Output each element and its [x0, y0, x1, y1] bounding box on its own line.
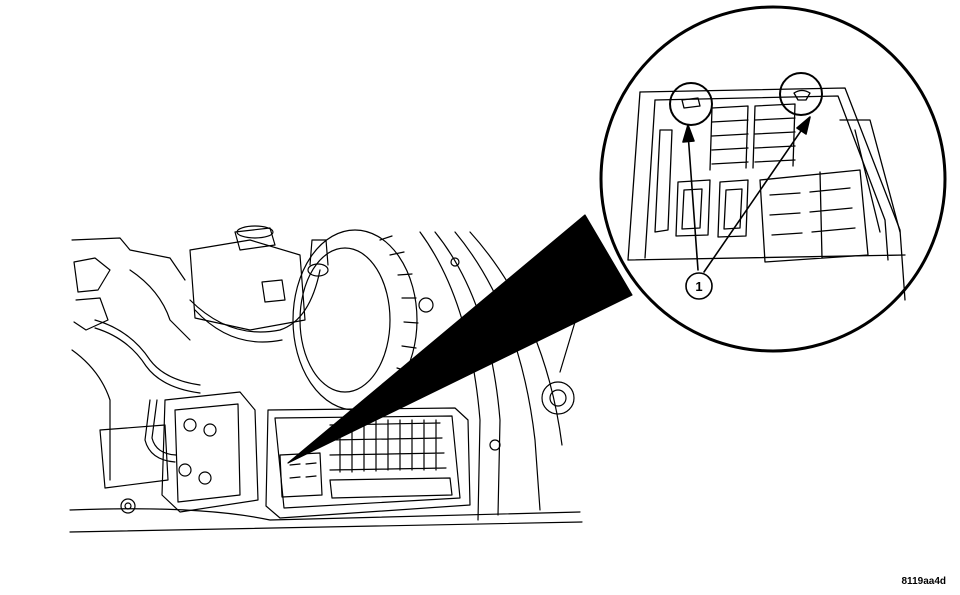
reservoir-connector — [261, 279, 286, 303]
booster-stud — [309, 239, 329, 266]
detail-housing-outer — [639, 87, 906, 301]
latch-highlight-left — [669, 82, 713, 126]
detail-bottom-edge — [627, 254, 906, 261]
leader-line-left — [687, 132, 699, 271]
abs-port-2 — [203, 423, 217, 437]
left-bracket — [73, 257, 111, 293]
left-fender-lower — [71, 349, 111, 481]
wire-harness — [189, 269, 321, 333]
strut-bolt — [418, 297, 434, 313]
brake-line-3b — [151, 399, 177, 456]
arrowhead-left — [682, 124, 695, 143]
abs-module-face — [174, 403, 241, 503]
reservoir-cap — [234, 227, 276, 251]
callout-number: 1 — [695, 279, 702, 294]
detail-fuse-col-2 — [752, 103, 796, 169]
abs-port-3 — [178, 463, 192, 477]
detail-connector-2 — [717, 179, 749, 238]
brake-line-1b — [94, 327, 201, 394]
abs-module — [161, 391, 259, 513]
magnifier-callout — [287, 5, 947, 464]
fender-bolt-inner — [124, 502, 132, 510]
magnifier-wedge — [287, 214, 633, 464]
pdc-housing — [265, 407, 471, 519]
brake-line-1 — [94, 319, 201, 386]
compartment-floor-line — [69, 521, 583, 533]
cowl-bolt-2 — [450, 257, 460, 267]
engine-compartment — [69, 225, 583, 533]
detail-latch-left — [681, 97, 701, 109]
brake-line-2 — [129, 269, 191, 341]
leader-line-right — [703, 124, 806, 273]
detail-left-slot — [654, 129, 673, 233]
reservoir-body — [189, 239, 306, 331]
detail-left-wall — [627, 91, 656, 261]
pdc-lower-row — [329, 477, 453, 499]
detail-connector-1 — [675, 179, 711, 237]
arrowhead-right — [796, 116, 811, 135]
figure-reference-code: 8119aa4d — [901, 576, 947, 587]
left-fender-outline — [71, 237, 186, 281]
callout-number-circle — [685, 272, 713, 300]
hood-prop-base-inner — [549, 389, 567, 407]
cowl-bolt — [489, 439, 501, 451]
brake-line-3 — [144, 399, 176, 463]
magnified-pdc-detail — [627, 87, 906, 301]
reservoir-cap-top — [236, 225, 274, 239]
abs-port-4 — [198, 471, 212, 485]
detail-latch-right — [793, 89, 811, 101]
wire-harness-b — [194, 309, 283, 343]
detail-fuse-block-right — [759, 169, 869, 263]
detail-fuse-col-1 — [709, 105, 749, 171]
detail-right-wall — [839, 119, 901, 233]
hood-prop-base — [541, 381, 575, 415]
pdc-fuse-grid — [329, 419, 447, 473]
callout-leaders — [682, 116, 811, 273]
pdc-rim — [274, 415, 461, 509]
booster-fitting — [307, 263, 329, 277]
brake-booster-inner — [299, 247, 391, 393]
fender-bolt — [120, 498, 136, 514]
power-distribution-center — [265, 407, 471, 519]
abs-port-1 — [183, 418, 197, 432]
pdc-relays — [279, 452, 323, 498]
latch-highlight-right — [779, 72, 823, 116]
abs-motor — [99, 424, 169, 489]
left-bracket-2 — [73, 297, 109, 331]
